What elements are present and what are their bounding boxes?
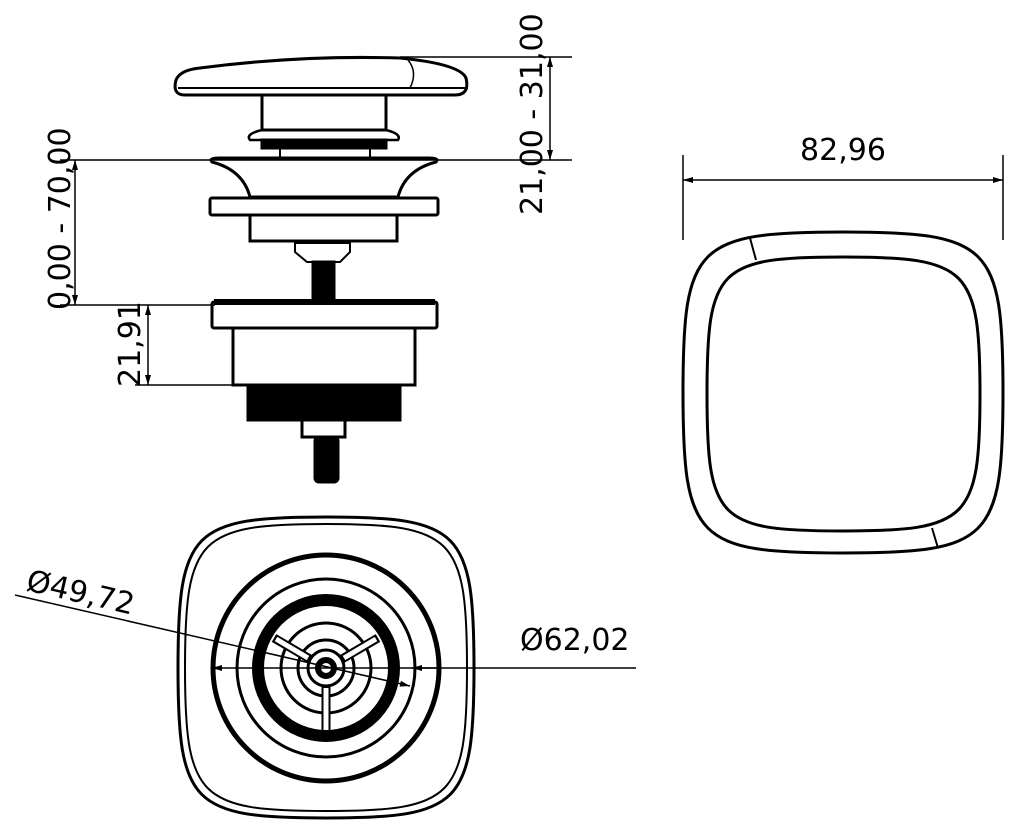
cone	[294, 242, 351, 263]
nut	[300, 418, 347, 439]
upper-box	[248, 213, 399, 243]
bottom-rod	[313, 435, 340, 484]
body	[231, 326, 417, 387]
stroke-range-label: 0,00 - 70,00	[43, 127, 78, 310]
cap-width-label: 82,96	[800, 133, 886, 168]
upper-plate	[208, 196, 440, 217]
cap	[173, 55, 469, 97]
base-plate	[210, 300, 439, 330]
bottom-view	[14, 515, 636, 820]
cap-top-view	[681, 230, 1005, 555]
rod	[311, 260, 336, 304]
side-view	[173, 55, 469, 484]
dimension-lines	[60, 56, 1004, 386]
stem-collar	[247, 128, 400, 142]
thread	[246, 383, 402, 422]
inner-diameter-label: Ø49,72	[23, 564, 138, 623]
body-height-label: 21,91	[113, 301, 148, 387]
cap-height-range-label: 21,00 - 31,00	[515, 13, 550, 215]
bell-flange	[209, 156, 439, 199]
stem	[260, 93, 388, 132]
outer-diameter-label: Ø62,02	[520, 623, 630, 658]
